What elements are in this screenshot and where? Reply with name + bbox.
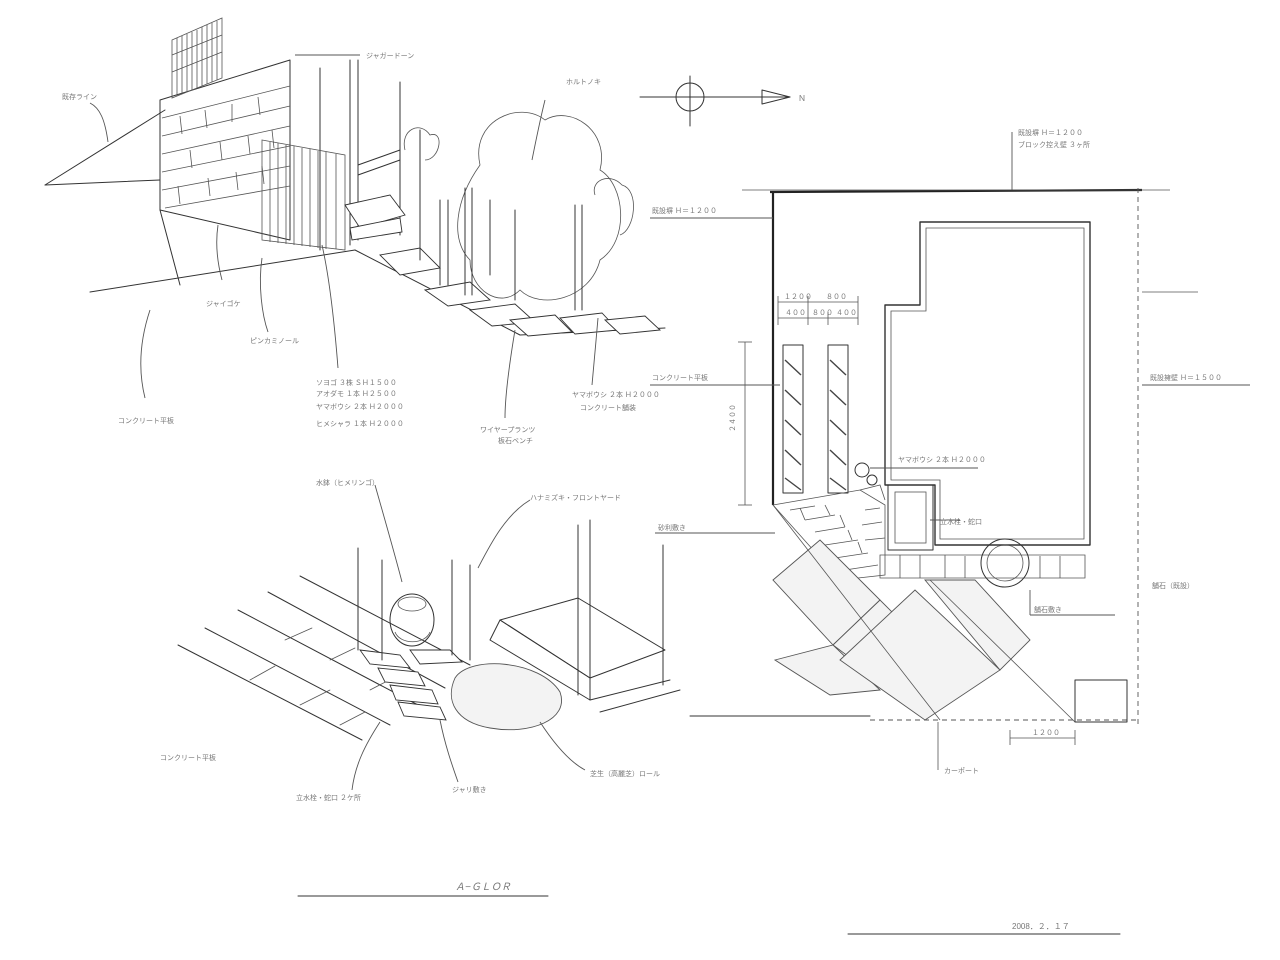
water-basin: [357, 547, 471, 661]
title-block: Ａ−ＧＬＯＲ 2008．２．１７: [297, 882, 1121, 935]
dimension-label: １２００: [1032, 729, 1060, 737]
plan-label: 立水栓・蛇口: [940, 517, 982, 526]
sketch-top-label: コンクリート舗装: [580, 403, 636, 412]
sketch-bottom-label: 芝生（高麗芝）ロール: [590, 769, 660, 778]
sketch-bottom-labels: 水鉢（ヒメリンゴ） ハナミズキ・フロントヤード コンクリート平板 立水栓・蛇口 …: [160, 478, 660, 802]
sketch-bottom-label: 水鉢（ヒメリンゴ）: [316, 478, 379, 487]
sketch-top-label: コンクリート平板: [118, 416, 174, 425]
sketch-bottom-label: 立水栓・蛇口 ２ケ所: [296, 793, 361, 802]
sketch-top-label: ワイヤープランツ: [480, 426, 535, 434]
carport-post: [1074, 679, 1128, 723]
slatted-screen: [261, 139, 346, 251]
north-label: Ｎ: [798, 94, 806, 103]
plan-label: 既設塀 Ｈ＝１２００: [652, 206, 717, 215]
planting-cluster-top: [403, 111, 634, 311]
dimension-label: ８００: [812, 309, 833, 317]
plan-label: 舗石（既設）: [1152, 581, 1194, 590]
leaders-top: [89, 54, 599, 419]
sketch-top-label: ジャガードーン: [366, 51, 414, 60]
stepping-stones-top: [344, 194, 662, 337]
house-footprint: [884, 221, 1091, 546]
sketch-top-label: ヤマボウシ ２本 Ｈ２０００: [572, 390, 660, 399]
stone-wall-courses: [161, 85, 291, 209]
site-plan: １２００ ８００ ４００ ８００ ４００ ２４００ １２００ 既設塀 Ｈ＝１２０…: [650, 128, 1250, 775]
sketch-top-label: ヒメシャラ １本 Ｈ２０００: [316, 419, 404, 428]
facade-posts: [319, 59, 401, 251]
sketch-top-label: 板石ベンチ: [498, 436, 533, 445]
north-arrow: Ｎ: [639, 75, 806, 127]
plan-label: 砂利敷き: [658, 523, 686, 532]
sketch-top-labels: 既存ライン ジャガードーン ホルトノキ ジャイゴケ ピンカミノール ソヨゴ ３株…: [62, 51, 660, 445]
dimension-label: ４００: [836, 309, 857, 317]
sketch-top-label: ソヨゴ ３株 ＳＨ１５００: [316, 378, 397, 387]
plan-label: カーポート: [944, 767, 979, 775]
sketch-bottom-label: コンクリート平板: [160, 753, 216, 762]
plan-label: ヤマボウシ ２本 Ｈ２０００: [898, 455, 986, 464]
isometric-sketch-top: 既存ライン ジャガードーン ホルトノキ ジャイゴケ ピンカミノール ソヨゴ ３株…: [44, 17, 666, 445]
sketch-top-label: アオダモ １本 Ｈ２５００: [316, 389, 397, 398]
plan-label: 舗石敷き: [1034, 605, 1062, 614]
stone-border: [854, 462, 1086, 588]
leaders-plan: [650, 132, 1250, 616]
hatched-planters: [782, 344, 849, 494]
sketch-top-label: ジャイゴケ: [206, 299, 241, 308]
drawing-title: Ａ−ＧＬＯＲ: [455, 882, 511, 893]
dimension-labels: １２００ ８００ ４００ ８００ ４００ ２４００ １２００: [729, 293, 1060, 737]
sketch-top-label: ピンカミノール: [250, 337, 299, 345]
isometric-sketch-bottom: 水鉢（ヒメリンゴ） ハナミズキ・フロントヤード コンクリート平板 立水栓・蛇口 …: [160, 478, 681, 802]
wall-top-fence: [171, 17, 223, 99]
diagonal-paving: [772, 504, 1076, 723]
sketch-top-label: 既存ライン: [62, 92, 97, 101]
plan-labels: 既設塀 Ｈ＝１２００ ブロック控え壁 ３ヶ所 既設塀 Ｈ＝１２００ 既設擁壁 Ｈ…: [652, 128, 1222, 775]
lawn-oval: [450, 663, 562, 731]
plan-label: 既設塀 Ｈ＝１２００: [1018, 128, 1083, 137]
plan-label: ブロック控え壁 ３ヶ所: [1018, 140, 1090, 149]
sketch-bottom-label: ジャリ敷き: [452, 785, 487, 794]
drawing-date: 2008．２．１７: [1012, 922, 1070, 931]
sketch-bottom-label: ハナミズキ・フロントヤード: [530, 493, 621, 502]
dimension-label: ２４００: [729, 404, 737, 432]
dimension-label: １２００: [784, 293, 812, 301]
dimension-lines: [738, 296, 1076, 770]
plan-label: 既設擁壁 Ｈ＝１５００: [1150, 373, 1222, 382]
edging-stones: [359, 649, 464, 721]
leaders-bottom: [351, 484, 586, 791]
sketch-top-label: ホルトノキ: [566, 78, 601, 86]
plan-label: コンクリート平板: [652, 373, 708, 382]
paving-strips: [177, 575, 471, 741]
dimension-label: ８００: [826, 293, 847, 301]
sketch-top-label: ヤマボウシ ２本 Ｈ２０００: [316, 402, 404, 411]
dimension-label: ４００: [785, 309, 806, 317]
porch-structure: [489, 519, 681, 713]
